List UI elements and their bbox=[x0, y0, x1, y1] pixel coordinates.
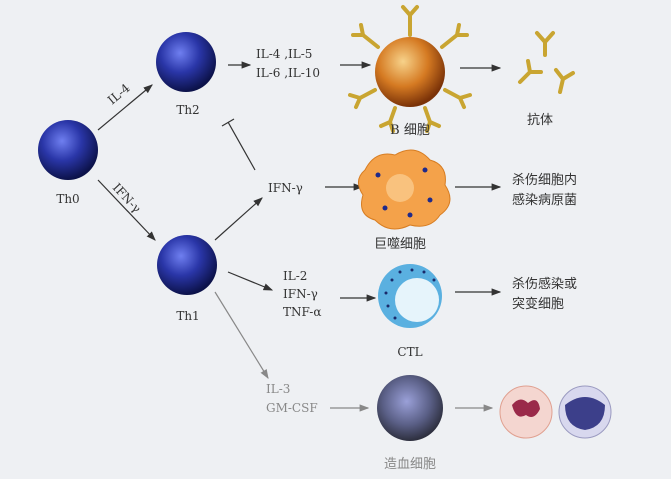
ctl-cytokine-2: IFN-γ bbox=[283, 287, 318, 301]
macrophage-label: 巨噬细胞 bbox=[374, 237, 426, 252]
ctl-cell bbox=[378, 264, 442, 328]
hematopoietic-cell bbox=[377, 375, 443, 441]
ctl-label: CTL bbox=[397, 345, 422, 359]
macrophage-outcome-line1: 杀伤细胞内 bbox=[512, 172, 577, 188]
th2-cytokines-line2: IL-6 ,IL-10 bbox=[256, 66, 320, 80]
ctl-cytokine-3: TNF-α bbox=[283, 305, 321, 319]
th2-cytokines-line1: IL-4 ,IL-5 bbox=[256, 47, 312, 61]
ctl-outcome-line2: 突变细胞 bbox=[512, 296, 564, 312]
granulocyte bbox=[499, 385, 553, 439]
th2-cell bbox=[156, 32, 216, 92]
th0-label: Th0 bbox=[56, 192, 79, 206]
b-cell bbox=[348, 5, 472, 133]
th1-label: Th1 bbox=[176, 309, 199, 323]
th1-cell bbox=[157, 235, 217, 295]
ctl-cytokine-1: IL-2 bbox=[283, 269, 307, 283]
macrophage-outcome-line2: 感染病原菌 bbox=[512, 192, 577, 208]
macrophage-cell bbox=[358, 149, 451, 230]
th0-cell bbox=[38, 120, 98, 180]
il3-label: IL-3 bbox=[266, 382, 290, 396]
hematopoietic-label: 造血细胞 bbox=[384, 457, 436, 472]
b-cell-label: B 细胞 bbox=[390, 123, 430, 138]
antibodies bbox=[518, 31, 575, 94]
il4-label: IL-4 bbox=[105, 81, 133, 108]
th2-label: Th2 bbox=[176, 103, 199, 117]
ifn-gamma-macrophage-label: IFN-γ bbox=[268, 181, 303, 195]
arrows bbox=[97, 61, 502, 302]
ctl-outcome-line1: 杀伤感染或 bbox=[512, 276, 577, 292]
antibody-label: 抗体 bbox=[527, 113, 553, 128]
gm-csf-label: GM-CSF bbox=[266, 401, 318, 415]
monocyte bbox=[558, 385, 612, 439]
